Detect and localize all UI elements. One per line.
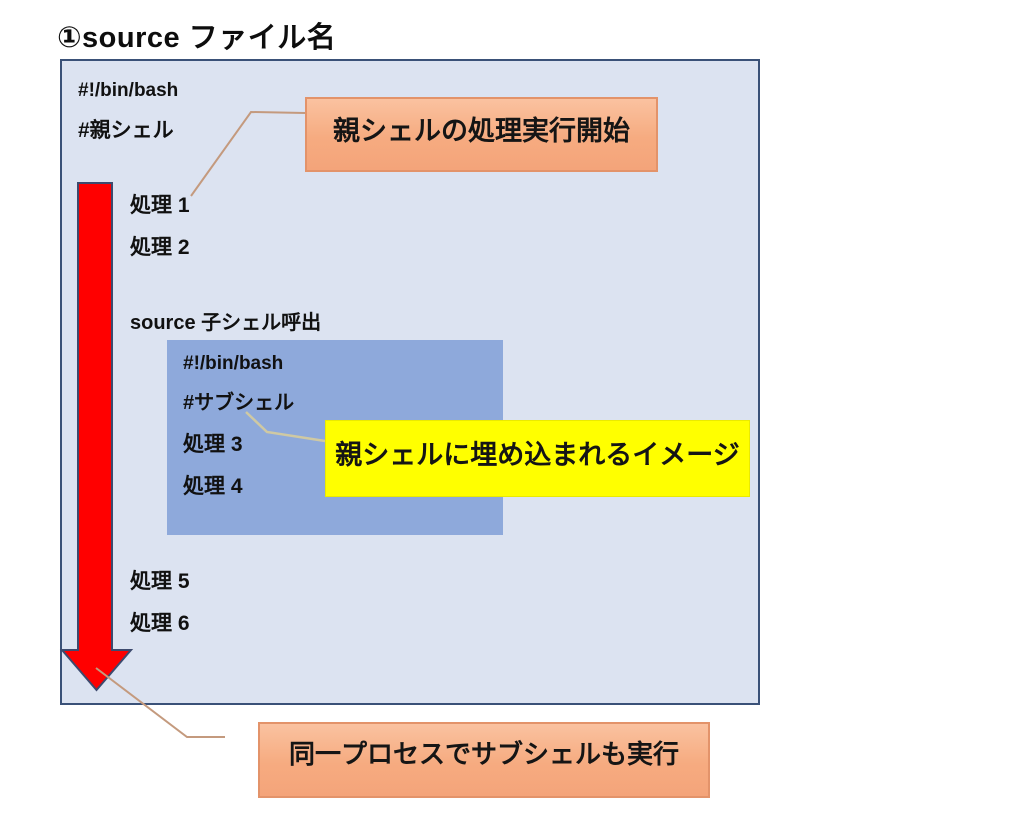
- subshell-step-4: 処理 4: [183, 475, 243, 498]
- start-callout-label: 親シェルの処理実行開始: [333, 116, 630, 146]
- parent-step-2: 処理 2: [130, 236, 190, 259]
- embedded-note-label: 親シェルに埋め込まれるイメージ: [335, 440, 740, 470]
- parent-step-5: 処理 5: [130, 570, 190, 593]
- subshell-shebang-line: #!/bin/bash: [183, 353, 284, 374]
- source-call-line: source 子シェル呼出: [130, 312, 322, 334]
- parent-comment-line: #親シェル: [78, 119, 174, 142]
- page-title: ①source ファイル名: [57, 22, 337, 54]
- embedded-note-box: 親シェルに埋め込まれるイメージ: [325, 420, 750, 497]
- parent-step-6: 処理 6: [130, 612, 190, 635]
- parent-step-1: 処理 1: [130, 194, 190, 217]
- parent-shebang-line: #!/bin/bash: [78, 80, 179, 101]
- same-process-callout-box: 同一プロセスでサブシェルも実行: [258, 722, 710, 798]
- subshell-step-3: 処理 3: [183, 433, 243, 456]
- start-callout-box: 親シェルの処理実行開始: [305, 97, 658, 172]
- same-process-callout-label: 同一プロセスでサブシェルも実行: [288, 739, 679, 769]
- subshell-comment-line: #サブシェル: [183, 392, 295, 414]
